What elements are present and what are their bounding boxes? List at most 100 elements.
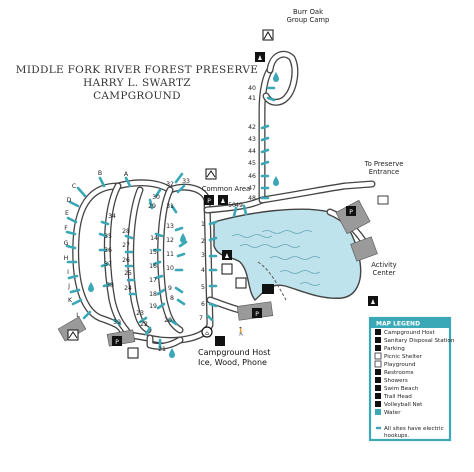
legend-item-label: Parking — [384, 346, 405, 352]
campsite-label-31: 31 — [166, 203, 174, 210]
campsite-marker-28 — [124, 234, 134, 240]
campsite-marker-i — [67, 274, 79, 280]
svg-text:♟: ♟ — [370, 299, 375, 306]
legend-note-note-line2: hookups. — [384, 433, 409, 439]
campsite-marker-38 — [102, 282, 112, 288]
campsite-label-19: 19 — [149, 303, 157, 310]
campsite-label-c: C — [72, 183, 76, 190]
campsite-label-18: 18 — [149, 291, 157, 298]
campsite-marker-16 — [152, 260, 162, 266]
legend-item-label: Playground — [384, 362, 416, 368]
campsite-label-46: 46 — [248, 173, 256, 180]
svg-text:P: P — [255, 311, 259, 318]
campsite-label-40: 40 — [248, 85, 256, 92]
campsite-marker-35 — [98, 232, 108, 238]
campsite-marker-42 — [260, 124, 270, 130]
campsite-marker-2 — [208, 236, 218, 242]
swim-beach-icon — [375, 385, 381, 391]
campsite-label-22: 22 — [140, 321, 148, 328]
campsite-marker-9 — [174, 286, 184, 294]
campsite-label-14: 14 — [150, 235, 158, 242]
campsite-label-11: 11 — [166, 251, 174, 258]
picnic-shelter-icon — [374, 352, 382, 360]
campsite-marker-50 — [232, 206, 238, 218]
campsite-marker-44 — [260, 148, 270, 154]
legend-item-label: Showers — [384, 378, 408, 384]
campsite-label-d: D — [67, 197, 72, 204]
campsite-marker-k — [71, 298, 83, 306]
campsite-marker-12 — [178, 240, 188, 248]
trail-head-icon — [375, 393, 381, 399]
campsite-label-4: 4 — [201, 267, 205, 274]
campsite-label-38: 38 — [106, 282, 114, 289]
campsite-label-47: 47 — [248, 185, 256, 192]
campsite-label-12: 12 — [166, 237, 174, 244]
campsite-marker-8 — [176, 298, 186, 306]
campsite-marker-23 — [138, 316, 148, 324]
map-legend — [368, 316, 452, 442]
campsite-label-j: J — [67, 283, 70, 290]
campsite-label-i: I — [67, 269, 69, 276]
campsite-marker-18 — [156, 288, 166, 296]
campsite-marker-33 — [174, 172, 184, 184]
campsite-label-5: 5 — [201, 284, 205, 291]
campsite-label-6: 6 — [201, 301, 205, 308]
campground-host-label-line2: Ice, Wood, Phone — [198, 358, 267, 367]
campsite-label-f: F — [64, 225, 68, 232]
campsite-label-g: G — [64, 240, 69, 247]
campsite-marker-b — [98, 176, 106, 188]
campsite-label-21: 21 — [158, 346, 166, 353]
svg-text:♟: ♟ — [257, 55, 262, 62]
campsite-marker-g — [65, 244, 77, 250]
campsite-marker-l — [82, 310, 92, 320]
campsite-label-e: E — [65, 210, 69, 217]
campsite-label-9: 9 — [168, 285, 172, 292]
legend-item-label: Picnic Shelter — [384, 354, 423, 360]
campsite-label-27: 27 — [122, 242, 130, 249]
legend-item-label: Water — [384, 410, 401, 416]
campground-host-label-line1: Campground Host — [198, 348, 270, 357]
campsite-label-48: 48 — [248, 195, 256, 202]
legend-note-note-line1: All sites have electric — [384, 426, 444, 432]
volleyball-net-icon — [375, 401, 381, 407]
campsite-label-32: 32 — [166, 181, 174, 188]
campsite-marker-34 — [100, 220, 110, 226]
svg-text:♟: ♟ — [220, 198, 225, 205]
campsite-label-3: 3 — [201, 252, 205, 259]
svg-text:P: P — [115, 339, 119, 346]
lake-waves — [231, 230, 321, 286]
park-title-line1: MIDDLE FORK RIVER FOREST PRESERVE — [16, 64, 258, 76]
campsite-marker-43 — [260, 136, 270, 142]
campsite-label-28: 28 — [122, 228, 130, 235]
showers-icon — [375, 377, 381, 383]
campsite-label-k: K — [68, 297, 73, 304]
park-title-line3: CAMPGROUND — [93, 90, 181, 102]
svg-text:🚶: 🚶 — [236, 326, 246, 336]
campsite-marker-22 — [144, 326, 152, 336]
legend-item-label: Restrooms — [384, 370, 414, 376]
campsite-label-39: 39 — [113, 319, 121, 326]
legend-item-label: Campground Host — [384, 330, 435, 336]
campsite-marker-45 — [260, 160, 270, 166]
sanitary-disposal-icon — [375, 337, 381, 343]
legend-item-label: Volleyball Net — [384, 402, 423, 408]
campsite-marker-17 — [154, 274, 164, 280]
water-icon — [375, 409, 381, 415]
legend-item-label: Trail Head — [383, 394, 412, 400]
campsite-label-29: 29 — [148, 203, 156, 210]
water-icons — [88, 72, 279, 358]
campsite-label-15: 15 — [149, 249, 157, 256]
campsite-marker-d — [68, 200, 80, 208]
campsite-marker-20 — [168, 318, 178, 326]
campsite-label-45: 45 — [248, 160, 256, 167]
lake-trail — [257, 261, 287, 301]
campsite-label-33: 33 — [182, 178, 190, 185]
svg-text:⌂: ⌂ — [205, 330, 209, 337]
campsite-label-7: 7 — [199, 315, 203, 322]
campsite-marker-32 — [176, 184, 186, 194]
campsite-marker-c — [76, 186, 87, 198]
restrooms-icon — [375, 369, 381, 375]
campsite-label-42: 42 — [248, 124, 256, 131]
